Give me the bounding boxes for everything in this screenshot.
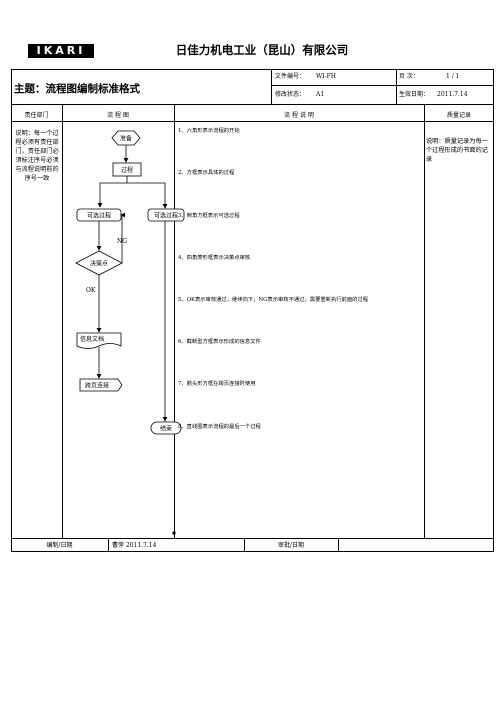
subject-title: 主题：流程图编制标准格式: [14, 83, 140, 95]
description-2: 2、方框表示具体的过程: [178, 170, 235, 176]
page-label: 页 次：: [399, 73, 419, 80]
col-header-dept: 责任部门: [24, 112, 49, 119]
dept-note: 说明：每一个过程必须有责任部门，责任部门必须标注序号必须与流程说明前的序号一致: [15, 130, 59, 182]
footer-vline-1: [108, 538, 109, 552]
header-vline-1: [271, 69, 272, 104]
col-header-record: 质量记录: [446, 112, 471, 119]
doc-no-value: WI-FH: [316, 73, 336, 80]
optional-box-b: [147, 208, 185, 222]
description-7: 7、箭头形方框在跨页连接时使用: [178, 381, 256, 387]
header-vline-2: [396, 69, 397, 104]
decision-label: 决策点: [90, 260, 108, 268]
column-header-line: [11, 121, 494, 122]
header-divider: [271, 85, 494, 86]
description-3: 3、倒角方框表示可选过程: [178, 213, 240, 219]
end-label: 结束: [160, 425, 172, 433]
description-1: 1、六角形表示流程的开始: [178, 128, 240, 134]
effective-date-label: 生效日期：: [399, 91, 430, 98]
page-mark: [172, 531, 176, 535]
start-hexagon: [111, 130, 141, 146]
header-bottom-line: [11, 104, 494, 105]
form-frame: [11, 69, 494, 552]
col-line-3: [424, 104, 425, 538]
document-shape: [76, 332, 122, 349]
description-8: 8、直线圈表示流程的最后一个过程: [178, 424, 261, 430]
prepared-value: 曹萍 2011.7.14: [112, 542, 157, 549]
revision-label: 修改状态：: [275, 91, 306, 98]
document-label: 信息文档: [80, 335, 104, 343]
effective-date-value: 2011.7.14: [437, 91, 468, 98]
col-line-1: [62, 104, 63, 538]
end-terminator: [150, 421, 182, 435]
company-logo: IKARI: [28, 44, 94, 58]
revision-value: A1: [316, 91, 325, 98]
start-label: 准备: [120, 135, 132, 143]
connector-label: 跨页连接: [85, 382, 109, 390]
optional-a-label: 可选过程: [87, 212, 111, 220]
description-5: 5、OK表示审核通过，继续向下；NG表示审核不通过，需要重新执行前面的过程: [178, 297, 369, 303]
description-4: 4、四角菱形框表示决策点审核: [178, 255, 251, 261]
optional-b-label: 可选过程: [154, 212, 178, 220]
page-value: 1 / 1: [446, 73, 460, 80]
footer-vline-3: [338, 538, 339, 552]
company-name: 日佳力机电工业（昆山）有限公司: [175, 43, 349, 57]
col-header-desc: 流 程 说 明: [284, 112, 314, 119]
record-note: 说明：质量记录为每一个过程形成的书面的记录: [426, 138, 488, 163]
approved-label: 审批/日期: [277, 542, 305, 549]
process-label: 过程: [121, 166, 133, 174]
footer-line: [11, 538, 494, 539]
connector-shape: [79, 378, 123, 392]
ok-label: OK: [86, 287, 96, 294]
prepared-label: 编制/日期: [46, 542, 73, 549]
col-line-2: [174, 104, 175, 538]
footer-vline-2: [244, 538, 245, 552]
col-header-flow: 流 程 图: [107, 112, 129, 119]
ng-label: NG: [117, 238, 127, 245]
description-6: 6、截断型方框表示形成的信息文件: [178, 339, 261, 345]
doc-no-label: 文件编号：: [275, 73, 306, 80]
